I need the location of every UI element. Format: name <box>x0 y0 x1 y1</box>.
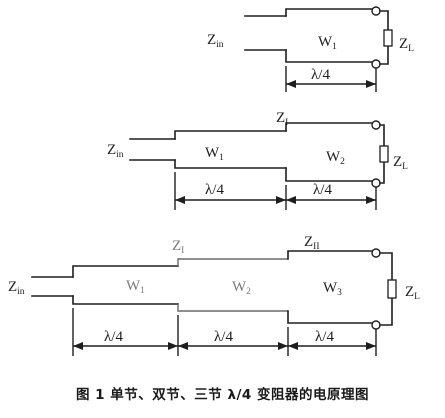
zi-label-2: ZI <box>276 110 288 128</box>
lambda-label-3c: λ/4 <box>315 329 334 345</box>
load-wire-2 <box>379 124 385 184</box>
zl-label-1: ZL <box>399 36 414 54</box>
zin-label-2: Zin <box>107 142 124 160</box>
w3-label-3: W3 <box>323 280 342 298</box>
zii-label-3: ZII <box>304 234 320 252</box>
lambda-label-3b: λ/4 <box>214 329 233 345</box>
arrow-mid1-right-3 <box>178 342 188 350</box>
lambda-label-2a: λ/4 <box>205 182 224 198</box>
figure-caption: 图 1 单节、双节、三节 λ/4 变阻器的电原理图 <box>75 387 370 403</box>
arrow-mid1-left-3 <box>168 342 178 350</box>
arrow-left-1 <box>286 80 296 88</box>
diagram-double-section: Zin W1 W2 ZI ZL λ/4 λ/4 <box>107 110 408 210</box>
terminal-bottom-3 <box>371 320 381 330</box>
arrow-mid2-right-3 <box>288 342 298 350</box>
dimension-line-1 <box>285 66 377 92</box>
zin-label-1: Zin <box>207 32 224 50</box>
dimension-line-3 <box>72 308 377 356</box>
load-resistor-3 <box>387 279 397 299</box>
terminal-top-3 <box>371 248 381 258</box>
section-w2-2 <box>285 122 373 182</box>
load-wire-3 <box>379 252 393 326</box>
w1-label-1: W1 <box>318 34 337 52</box>
terminal-top-1 <box>371 6 381 16</box>
diagram-single-section: Zin W1 ZL λ/4 <box>207 6 414 92</box>
arrow-right-1 <box>366 80 376 88</box>
feed-line-2 <box>129 138 176 161</box>
section-w2-3 <box>177 258 288 312</box>
lambda-label-2b: λ/4 <box>313 182 332 198</box>
arrow-mid2-left-3 <box>278 342 288 350</box>
lambda-label-1: λ/4 <box>311 67 330 83</box>
w2-label-2: W2 <box>326 149 345 167</box>
arrow-right-2 <box>366 196 376 204</box>
zl-label-2: ZL <box>393 154 408 172</box>
feed-line-3 <box>31 276 74 297</box>
terminal-bottom-1 <box>371 59 381 69</box>
zl-label-3: ZL <box>405 284 420 302</box>
w1-label-3: W1 <box>126 278 145 296</box>
w1-label-2: W1 <box>205 145 224 163</box>
load-wire-1 <box>379 10 389 65</box>
section-w1-1 <box>285 8 373 63</box>
dimension-line-2 <box>174 172 377 210</box>
arrow-mid-left-2 <box>276 196 286 204</box>
arrow-left-3 <box>73 342 83 350</box>
load-resistor-1 <box>383 29 393 47</box>
load-resistor-2 <box>379 145 389 163</box>
arrow-mid-right-2 <box>286 196 296 204</box>
section-w3-3 <box>287 250 373 324</box>
zin-label-3: Zin <box>8 279 25 297</box>
w2-label-3: W2 <box>232 279 251 297</box>
arrow-right-3 <box>366 342 376 350</box>
section-w1-3 <box>72 265 179 305</box>
terminal-bottom-2 <box>371 178 381 188</box>
lambda-label-3a: λ/4 <box>104 329 123 345</box>
section-w1-2 <box>174 130 287 169</box>
terminal-top-2 <box>371 120 381 130</box>
arrow-left-2 <box>175 196 185 204</box>
feed-line-1 <box>244 15 287 51</box>
diagram-triple-section: Zin W1 W2 W3 ZI ZII ZL λ/4 λ/4 λ/4 <box>8 234 420 356</box>
zi-label-3: ZI <box>172 238 184 256</box>
